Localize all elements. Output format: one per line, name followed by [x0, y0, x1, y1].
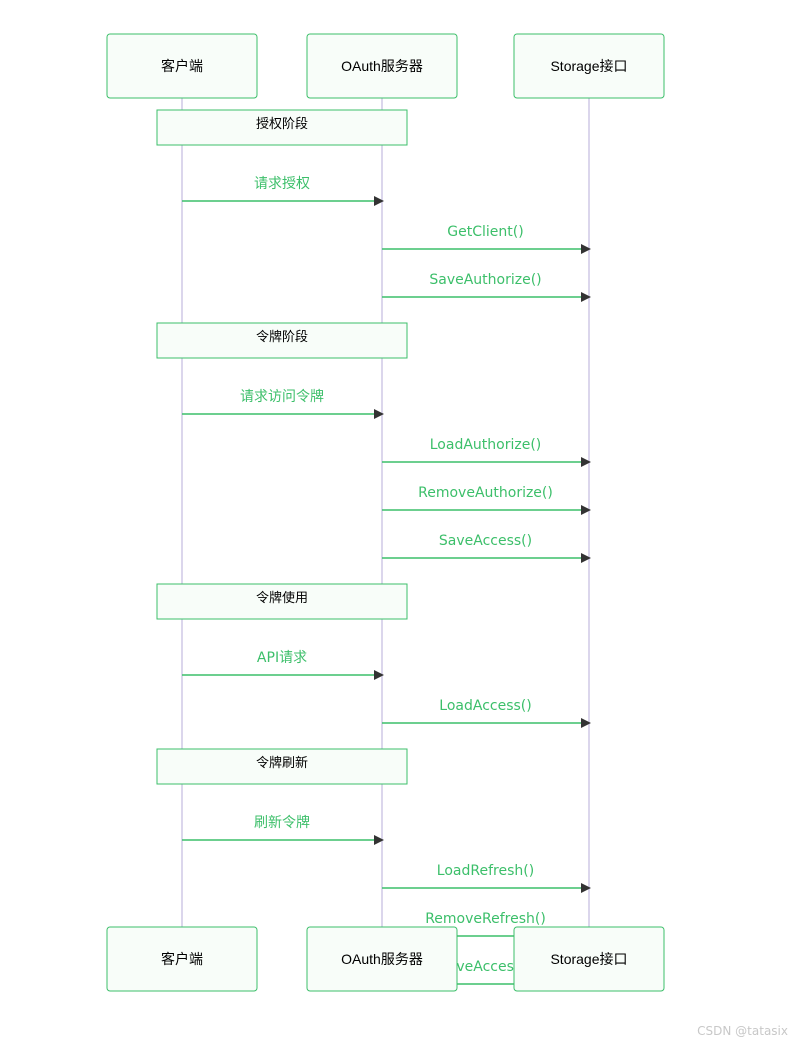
actor-storage-top: Storage接口	[513, 33, 665, 99]
actor-box	[106, 33, 258, 99]
actor-label: Storage接口	[550, 58, 627, 74]
actor-client-bottom: 客户端	[106, 926, 258, 992]
phase-note: 令牌阶段	[156, 322, 408, 359]
phase-note-box	[156, 109, 408, 146]
arrowhead-icon	[581, 457, 591, 467]
arrowhead-icon	[581, 505, 591, 515]
actor-box	[513, 926, 665, 992]
message-arrow: 刷新令牌	[182, 814, 384, 845]
message-label: LoadAuthorize()	[430, 437, 542, 453]
arrowhead-icon	[374, 196, 384, 206]
phase-note-box	[156, 748, 408, 785]
actor-oauth-bottom: OAuth服务器	[306, 926, 458, 992]
actor-box	[513, 33, 665, 99]
phase-note-label: 令牌使用	[256, 590, 308, 605]
arrowhead-icon	[374, 409, 384, 419]
message-arrow: SaveAccess()	[382, 533, 591, 563]
actor-client-top: 客户端	[106, 33, 258, 99]
message-arrow: GetClient()	[382, 224, 591, 254]
phase-note: 授权阶段	[156, 109, 408, 146]
phase-note-label: 授权阶段	[256, 116, 308, 131]
actors-bottom: 客户端 OAuth服务器 Storage接口	[106, 926, 665, 992]
message-label: SaveAuthorize()	[429, 272, 541, 288]
arrowhead-icon	[374, 670, 384, 680]
actors-top: 客户端 OAuth服务器 Storage接口	[106, 33, 665, 99]
message-label: LoadRefresh()	[437, 863, 534, 879]
message-arrow: LoadAuthorize()	[382, 437, 591, 467]
phase-note-box	[156, 322, 408, 359]
watermark: CSDN @tatasix	[697, 1024, 788, 1038]
arrowhead-icon	[581, 292, 591, 302]
actor-label: 客户端	[161, 951, 203, 967]
arrowhead-icon	[581, 553, 591, 563]
arrowhead-icon	[581, 883, 591, 893]
message-label: LoadAccess()	[439, 698, 531, 714]
message-arrow: LoadRefresh()	[382, 863, 591, 893]
message-label: RemoveAuthorize()	[418, 485, 553, 501]
arrowhead-icon	[581, 244, 591, 254]
message-arrow: LoadAccess()	[382, 698, 591, 728]
phase-note-label: 令牌刷新	[256, 755, 308, 770]
arrowhead-icon	[581, 718, 591, 728]
message-label: RemoveRefresh()	[425, 911, 546, 927]
actor-box	[306, 926, 458, 992]
actor-label: 客户端	[161, 58, 203, 74]
phase-note-box	[156, 583, 408, 620]
lifelines	[181, 98, 590, 927]
actor-label: OAuth服务器	[341, 951, 423, 967]
message-arrow: RemoveAuthorize()	[382, 485, 591, 515]
phase-note: 令牌使用	[156, 583, 408, 620]
actor-label: Storage接口	[550, 951, 627, 967]
actor-storage-bottom: Storage接口	[513, 926, 665, 992]
arrowhead-icon	[374, 835, 384, 845]
message-label: 刷新令牌	[254, 814, 310, 831]
phase-note-label: 令牌阶段	[256, 329, 308, 344]
message-arrow: 请求授权	[182, 176, 384, 206]
message-label: SaveAccess()	[439, 959, 532, 975]
message-label: GetClient()	[447, 224, 523, 240]
message-arrow: API请求	[182, 650, 384, 680]
message-arrow: 请求访问令牌	[182, 388, 384, 419]
message-label: 请求访问令牌	[240, 388, 324, 405]
message-label: 请求授权	[254, 176, 310, 192]
message-arrow: SaveAuthorize()	[382, 272, 591, 302]
actor-oauth-top: OAuth服务器	[306, 33, 458, 99]
actor-box	[306, 33, 458, 99]
actor-box	[106, 926, 258, 992]
phase-note: 令牌刷新	[156, 748, 408, 785]
message-label: SaveAccess()	[439, 533, 532, 549]
actor-label: OAuth服务器	[341, 58, 423, 74]
messages: 请求授权 GetClient() SaveAuthorize() 请求访问令牌 Load…	[182, 176, 591, 989]
message-label: API请求	[257, 650, 307, 666]
